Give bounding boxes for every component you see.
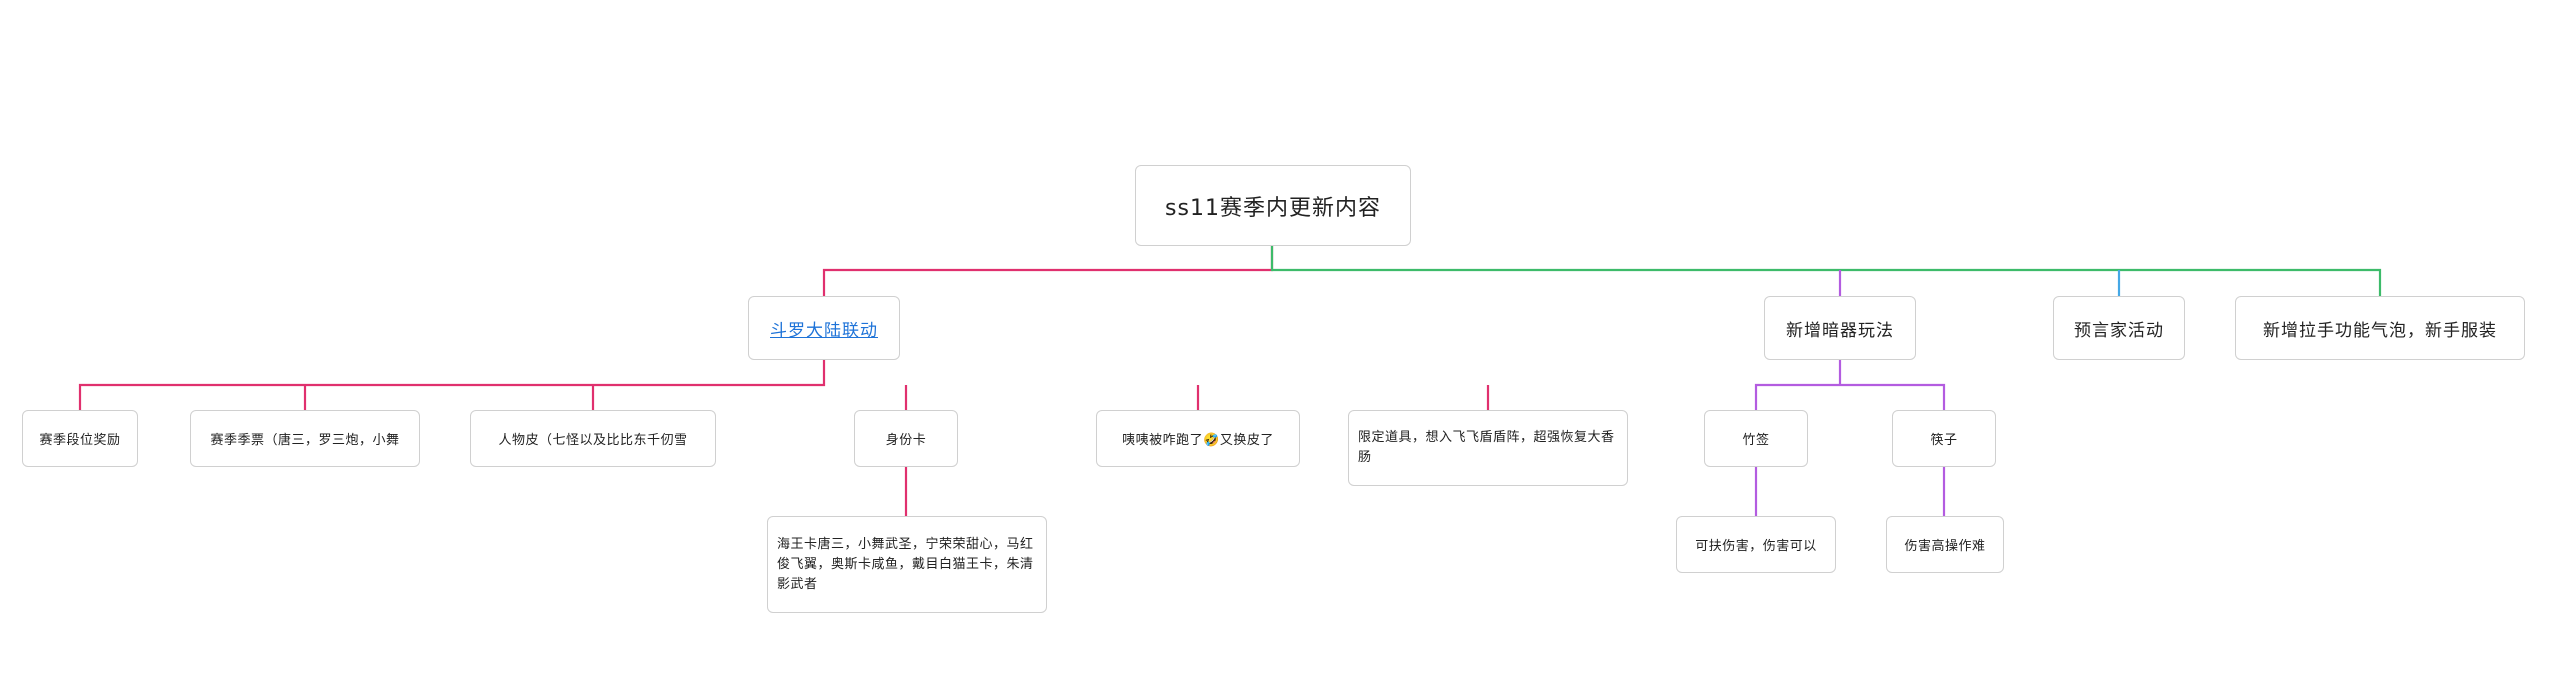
branch-douluo-node[interactable]: 斗罗大陆联动 — [748, 296, 900, 360]
bamboo-desc-label: 可扶伤害，伤害可以 — [1695, 539, 1817, 554]
character-skins-label: 人物皮（七怪以及比比东千仞雪 — [498, 433, 688, 448]
reward-label: 赛季段位奖励 — [39, 433, 121, 448]
chopsticks-desc-node[interactable]: 伤害高操作难 — [1886, 516, 2004, 573]
season-skins-node[interactable]: 赛季季票（唐三，罗三炮，小舞 — [190, 410, 420, 467]
identity-card-detail-node[interactable]: 海王卡唐三，小舞武圣，宁荣荣甜心，马红俊飞翼，奥斯卡咸鱼，戴目白猫王卡，朱清影武… — [767, 516, 1047, 613]
branch-hidden-weapon-title: 新增暗器玩法 — [1786, 320, 1894, 341]
branch-prophet-node[interactable]: 预言家活动 — [2053, 296, 2185, 360]
connector-root-right — [1270, 246, 2382, 296]
branch-douluo-link[interactable]: 斗罗大陆联动 — [770, 320, 878, 341]
branch-new-features-title: 新增拉手功能气泡，新手服装 — [2263, 320, 2497, 341]
character-skins-node[interactable]: 人物皮（七怪以及比比东千仞雪 — [470, 410, 716, 467]
bamboo-node[interactable]: 竹签 — [1704, 410, 1808, 467]
identity-card-detail-label: 海王卡唐三，小舞武圣，宁荣荣甜心，马红俊飞翼，奥斯卡咸鱼，戴目白猫王卡，朱清影武… — [777, 536, 1034, 592]
identity-card-node[interactable]: 身份卡 — [854, 410, 958, 467]
connector-hidden-children — [1754, 360, 1946, 410]
identity-card-label: 身份卡 — [885, 433, 927, 448]
bug-note-node[interactable]: 咦咦被咋跑了🤣又换皮了 — [1096, 410, 1300, 467]
connector-root-douluo — [822, 246, 1274, 296]
chopsticks-node[interactable]: 筷子 — [1892, 410, 1996, 467]
branch-prophet-title: 预言家活动 — [2074, 320, 2164, 341]
branch-hidden-weapon-node[interactable]: 新增暗器玩法 — [1764, 296, 1916, 360]
bamboo-label: 竹签 — [1742, 433, 1770, 448]
bamboo-desc-node[interactable]: 可扶伤害，伤害可以 — [1676, 516, 1836, 573]
chopsticks-label: 筷子 — [1930, 433, 1958, 448]
root-node[interactable]: ss11赛季内更新内容 — [1135, 165, 1411, 246]
connector-douluo-children — [78, 360, 1490, 410]
bug-note-label: 咦咦被咋跑了🤣又换皮了 — [1122, 433, 1274, 448]
season-skins-label: 赛季季票（唐三，罗三炮，小舞 — [210, 433, 400, 448]
branch-new-features-node[interactable]: 新增拉手功能气泡，新手服装 — [2235, 296, 2525, 360]
root-title: ss11赛季内更新内容 — [1165, 195, 1381, 221]
reward-node[interactable]: 赛季段位奖励 — [22, 410, 138, 467]
chopsticks-desc-label: 伤害高操作难 — [1904, 539, 1986, 554]
limited-items-node[interactable]: 限定道具，想入飞飞盾盾阵，超强恢复大香肠 — [1348, 410, 1628, 486]
limited-items-label: 限定道具，想入飞飞盾盾阵，超强恢复大香肠 — [1358, 430, 1615, 465]
